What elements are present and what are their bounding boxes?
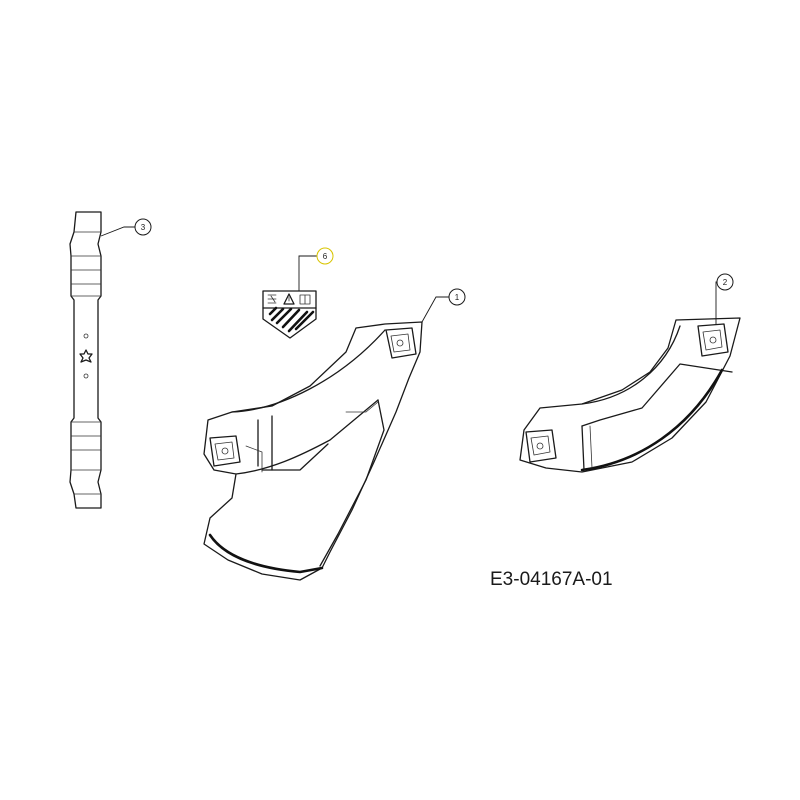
deflector-part-1[interactable] xyxy=(203,321,423,581)
callout-3-label: 3 xyxy=(141,223,146,232)
warning-label-part-6[interactable] xyxy=(262,290,317,339)
callout-3[interactable]: 3 xyxy=(100,218,152,237)
read-manual-icon xyxy=(299,294,311,305)
adapter-upper-mount-pad xyxy=(697,323,729,357)
drawing-number: E3-04167A-01 xyxy=(490,569,613,590)
deflector-lower-mount-pad xyxy=(209,435,241,467)
blade-center-star-hole xyxy=(79,349,93,363)
adapter-lower-mount-pad xyxy=(525,429,557,463)
deflector-upper-mount-pad xyxy=(385,327,417,359)
callout-2[interactable]: 2 xyxy=(715,273,734,324)
callout-1[interactable]: 1 xyxy=(421,288,466,323)
blade-part-3[interactable] xyxy=(69,211,102,509)
hazard-stripes xyxy=(268,306,315,333)
blade-hazard-icon xyxy=(267,294,277,304)
callout-2-label: 2 xyxy=(723,278,728,287)
blade-bolt-hole-upper xyxy=(83,333,89,339)
callout-6-label: 6 xyxy=(323,252,328,261)
warning-triangle-icon xyxy=(283,293,295,305)
callout-6[interactable]: 6 xyxy=(298,247,334,291)
adapter-part-2[interactable] xyxy=(519,317,741,473)
callout-1-label: 1 xyxy=(455,293,460,302)
blade-bolt-hole-lower xyxy=(83,373,89,379)
